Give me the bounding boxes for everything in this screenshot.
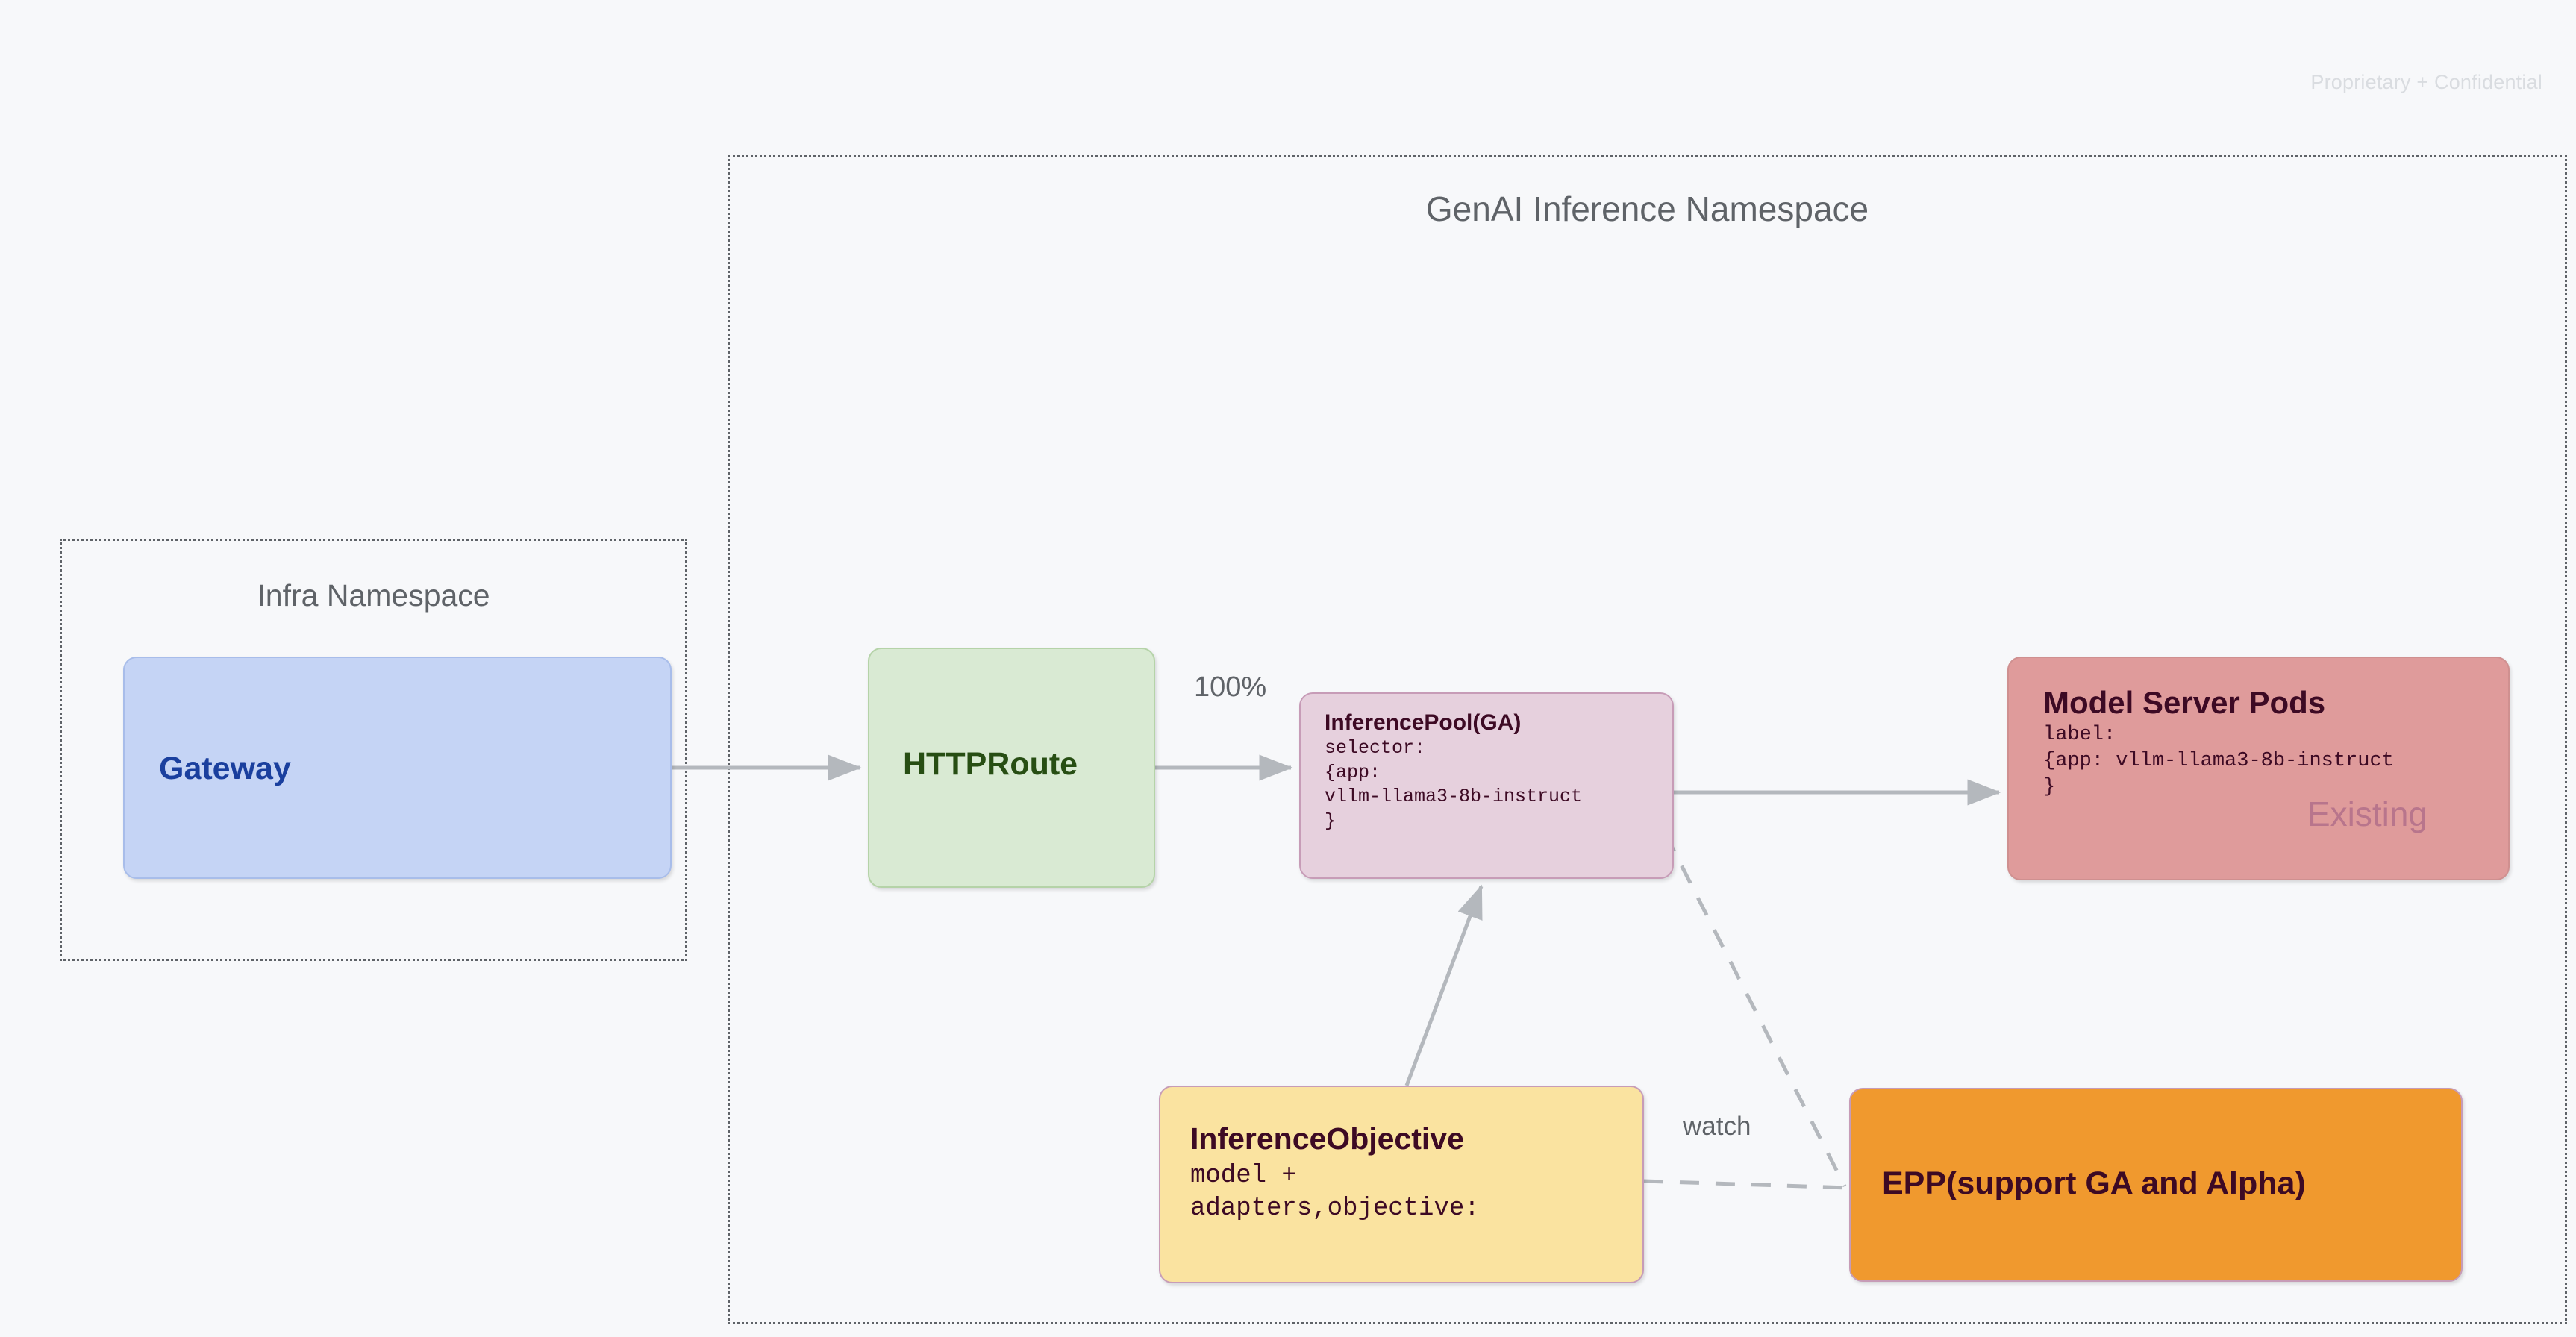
inferenceobjective-content: InferenceObjective model + adapters,obje… <box>1190 1121 1642 1225</box>
edge-label-watch: watch <box>1683 1112 1751 1141</box>
inferenceobjective-title: InferenceObjective <box>1190 1121 1464 1156</box>
gateway-title: Gateway <box>159 751 291 786</box>
modelserverpods-content: Model Server Pods label: {app: vllm-llam… <box>2043 685 2508 801</box>
node-model-server-pods[interactable]: Model Server Pods label: {app: vllm-llam… <box>2007 657 2510 880</box>
inferencepool-title: InferencePool(GA) <box>1325 710 1522 735</box>
node-gateway[interactable]: Gateway <box>123 657 672 879</box>
epp-title: EPP(support GA and Alpha) <box>1882 1165 2306 1201</box>
inferenceobjective-spec: model + adapters,objective: <box>1190 1162 1480 1224</box>
infra-namespace-container: Infra Namespace <box>60 539 687 961</box>
existing-stamp: Existing <box>2307 795 2428 833</box>
confidential-watermark: Proprietary + Confidential <box>2310 71 2542 93</box>
infra-namespace-title: Infra Namespace <box>257 578 490 613</box>
model-server-pods-title: Model Server Pods <box>2043 685 2326 720</box>
edge-label-traffic-weight: 100% <box>1194 671 1267 703</box>
inferencepool-content: InferencePool(GA) selector: {app: vllm-l… <box>1325 710 1672 833</box>
node-httproute[interactable]: HTTPRoute <box>868 648 1155 888</box>
inferencepool-selector-spec: selector: {app: vllm-llama3-8b-instruct … <box>1325 737 1583 832</box>
epp-content: EPP(support GA and Alpha) <box>1882 1165 2461 1202</box>
node-epp[interactable]: EPP(support GA and Alpha) <box>1849 1088 2463 1282</box>
node-inferenceobjective[interactable]: InferenceObjective model + adapters,obje… <box>1159 1086 1644 1283</box>
httproute-title: HTTPRoute <box>903 746 1078 782</box>
genai-inference-namespace-container: GenAI Inference Namespace <box>728 155 2567 1324</box>
httproute-content: HTTPRoute <box>903 746 1154 783</box>
model-server-pods-label-spec: label: {app: vllm-llama3-8b-instruct } <box>2043 724 2394 799</box>
gateway-content: Gateway <box>159 751 670 787</box>
genai-namespace-title: GenAI Inference Namespace <box>1425 190 1869 228</box>
node-inferencepool[interactable]: InferencePool(GA) selector: {app: vllm-l… <box>1299 692 1674 879</box>
